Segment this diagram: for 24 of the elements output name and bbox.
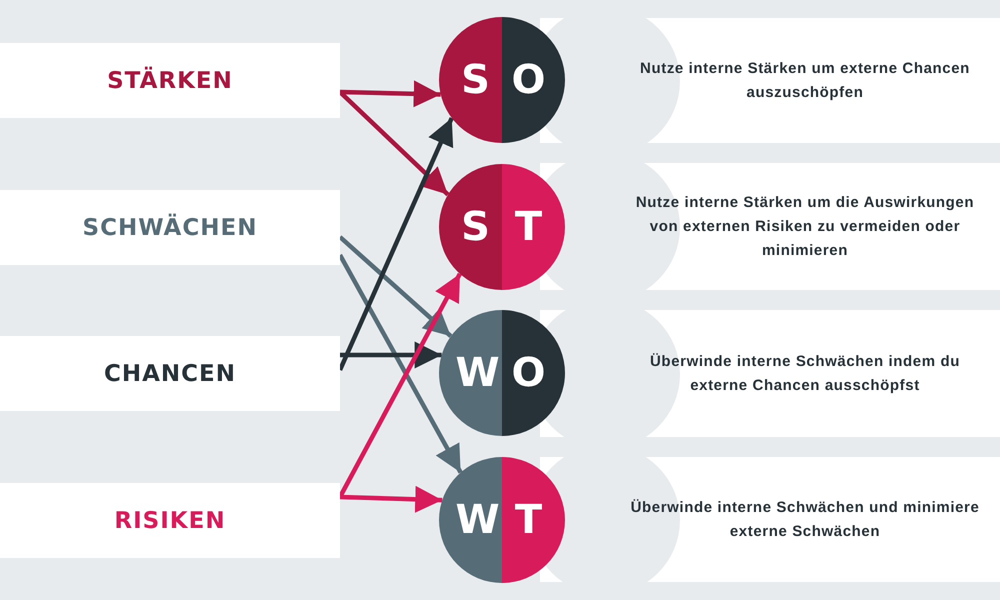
arrow bbox=[338, 235, 452, 338]
strategy-letter: S bbox=[460, 204, 491, 250]
strategy-letter: O bbox=[510, 57, 546, 103]
description-text: Nutze interne Stärken um die Auswirkungen von externen Risiken zu vermeiden oder minimieren bbox=[634, 192, 976, 260]
strategy-circle bbox=[439, 310, 565, 436]
arrow bbox=[340, 486, 442, 513]
label-box bbox=[0, 483, 340, 558]
strategy-letter: O bbox=[510, 350, 546, 396]
arrow bbox=[338, 254, 463, 474]
description-text: Überwinde interne Schwächen und minimiere externe Schwächen bbox=[630, 498, 980, 542]
strategy-letter: T bbox=[514, 497, 544, 543]
category-label: RISIKEN bbox=[114, 508, 226, 534]
arrow bbox=[340, 80, 441, 108]
label-box bbox=[0, 336, 340, 411]
description-text: Überwinde interne Schwächen indem du externe Chancen ausschöpfst bbox=[649, 352, 961, 396]
category-label: STÄRKEN bbox=[107, 68, 233, 94]
label-box bbox=[0, 190, 340, 265]
strategy-letter: T bbox=[514, 204, 544, 250]
category-label: SCHWÄCHEN bbox=[82, 214, 258, 240]
label-box bbox=[0, 43, 340, 118]
description-text: Nutze interne Stärken um externe Chancen auszuschöpfen bbox=[639, 58, 971, 102]
strategy-letter: S bbox=[460, 57, 491, 103]
arrow bbox=[340, 342, 442, 368]
category-label: CHANCEN bbox=[104, 360, 236, 386]
